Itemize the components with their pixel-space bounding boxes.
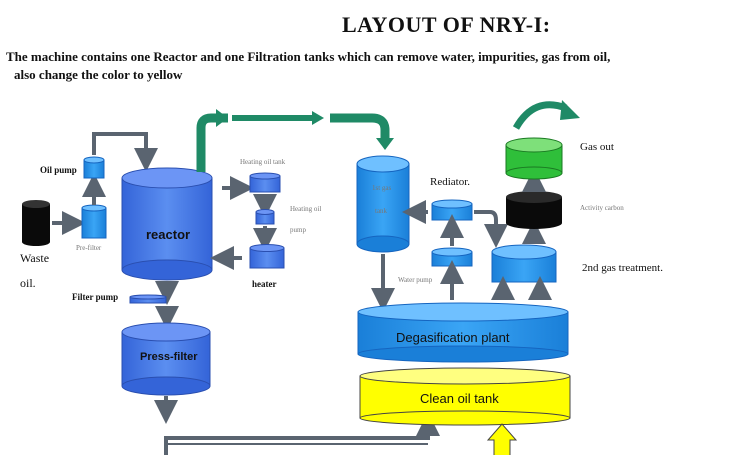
heating-oil-tank-label: Heating oil tank bbox=[240, 158, 286, 166]
description: The machine contains one Reactor and one… bbox=[6, 48, 721, 84]
description-line-1: The machine contains one Reactor and one… bbox=[6, 49, 611, 64]
activity-carbon-tank bbox=[506, 191, 562, 229]
clean-oil-tank bbox=[359, 367, 571, 426]
clean-oil-outlet-arrow bbox=[486, 423, 518, 455]
green-arrowhead-2 bbox=[312, 111, 324, 125]
green-arrowhead-3 bbox=[376, 138, 394, 150]
gas-out-arrowhead bbox=[560, 100, 580, 120]
page-title: LAYOUT OF NRY-I: bbox=[342, 12, 551, 37]
arrow-pump-to-reactor bbox=[92, 132, 158, 172]
reactor-tank bbox=[121, 167, 213, 281]
waste-oil-label-1: Waste bbox=[20, 251, 49, 265]
heater bbox=[249, 244, 285, 269]
waste-oil-drum bbox=[22, 200, 50, 246]
reactor-label: reactor bbox=[146, 227, 190, 242]
green-pipe-to-gas-tank bbox=[330, 113, 390, 140]
radiator bbox=[431, 199, 473, 221]
water-pump bbox=[431, 247, 473, 267]
water-pump-label: Water pump bbox=[398, 276, 433, 284]
gas-out-tank bbox=[505, 137, 563, 180]
first-gas-tank-label-1: 1st gas bbox=[372, 184, 392, 192]
pre-filter-label: Pre-filter bbox=[76, 244, 102, 252]
filter-pump bbox=[129, 294, 167, 304]
pre-filter-tank bbox=[81, 204, 107, 239]
heating-oil-pump-label-1: Heating oil bbox=[290, 205, 321, 213]
heating-oil-pump bbox=[255, 209, 275, 225]
waste-oil-label-2: oil. bbox=[20, 276, 36, 290]
heating-oil-pump-label-2: pump bbox=[290, 226, 306, 234]
press-filter-label: Press-filter bbox=[140, 351, 198, 363]
heater-label: heater bbox=[252, 279, 277, 289]
filter-pump-label: Filter pump bbox=[72, 292, 118, 302]
clean-oil-label: Clean oil tank bbox=[420, 391, 499, 406]
arrow-radiator-to-second-gas bbox=[474, 210, 508, 248]
oil-pump bbox=[83, 156, 105, 179]
second-gas-label: 2nd gas treatment. bbox=[582, 262, 663, 274]
radiator-label: Rediator. bbox=[430, 176, 470, 188]
heating-oil-tank bbox=[249, 172, 281, 193]
pipe-press-to-clean-tank-inner bbox=[165, 443, 428, 455]
description-line-2: also change the color to yellow bbox=[14, 67, 183, 82]
first-gas-tank-label-2: tank bbox=[375, 207, 388, 215]
first-gas-tank bbox=[356, 155, 410, 253]
gas-out-curve bbox=[512, 101, 568, 130]
degasification-label: Degasification plant bbox=[396, 330, 510, 345]
degasification-plant bbox=[357, 302, 569, 363]
activity-carbon-label: Activity carbon bbox=[580, 204, 624, 212]
gas-out-label: Gas out bbox=[580, 141, 614, 153]
pipe-press-to-clean-tank bbox=[164, 412, 440, 455]
press-filter-tank bbox=[121, 322, 211, 396]
green-pipe-reactor-up bbox=[196, 113, 228, 172]
second-gas-treatment-tank bbox=[491, 244, 557, 283]
oil-pump-label: Oil pump bbox=[40, 165, 77, 175]
green-arrowhead-1 bbox=[216, 109, 228, 127]
